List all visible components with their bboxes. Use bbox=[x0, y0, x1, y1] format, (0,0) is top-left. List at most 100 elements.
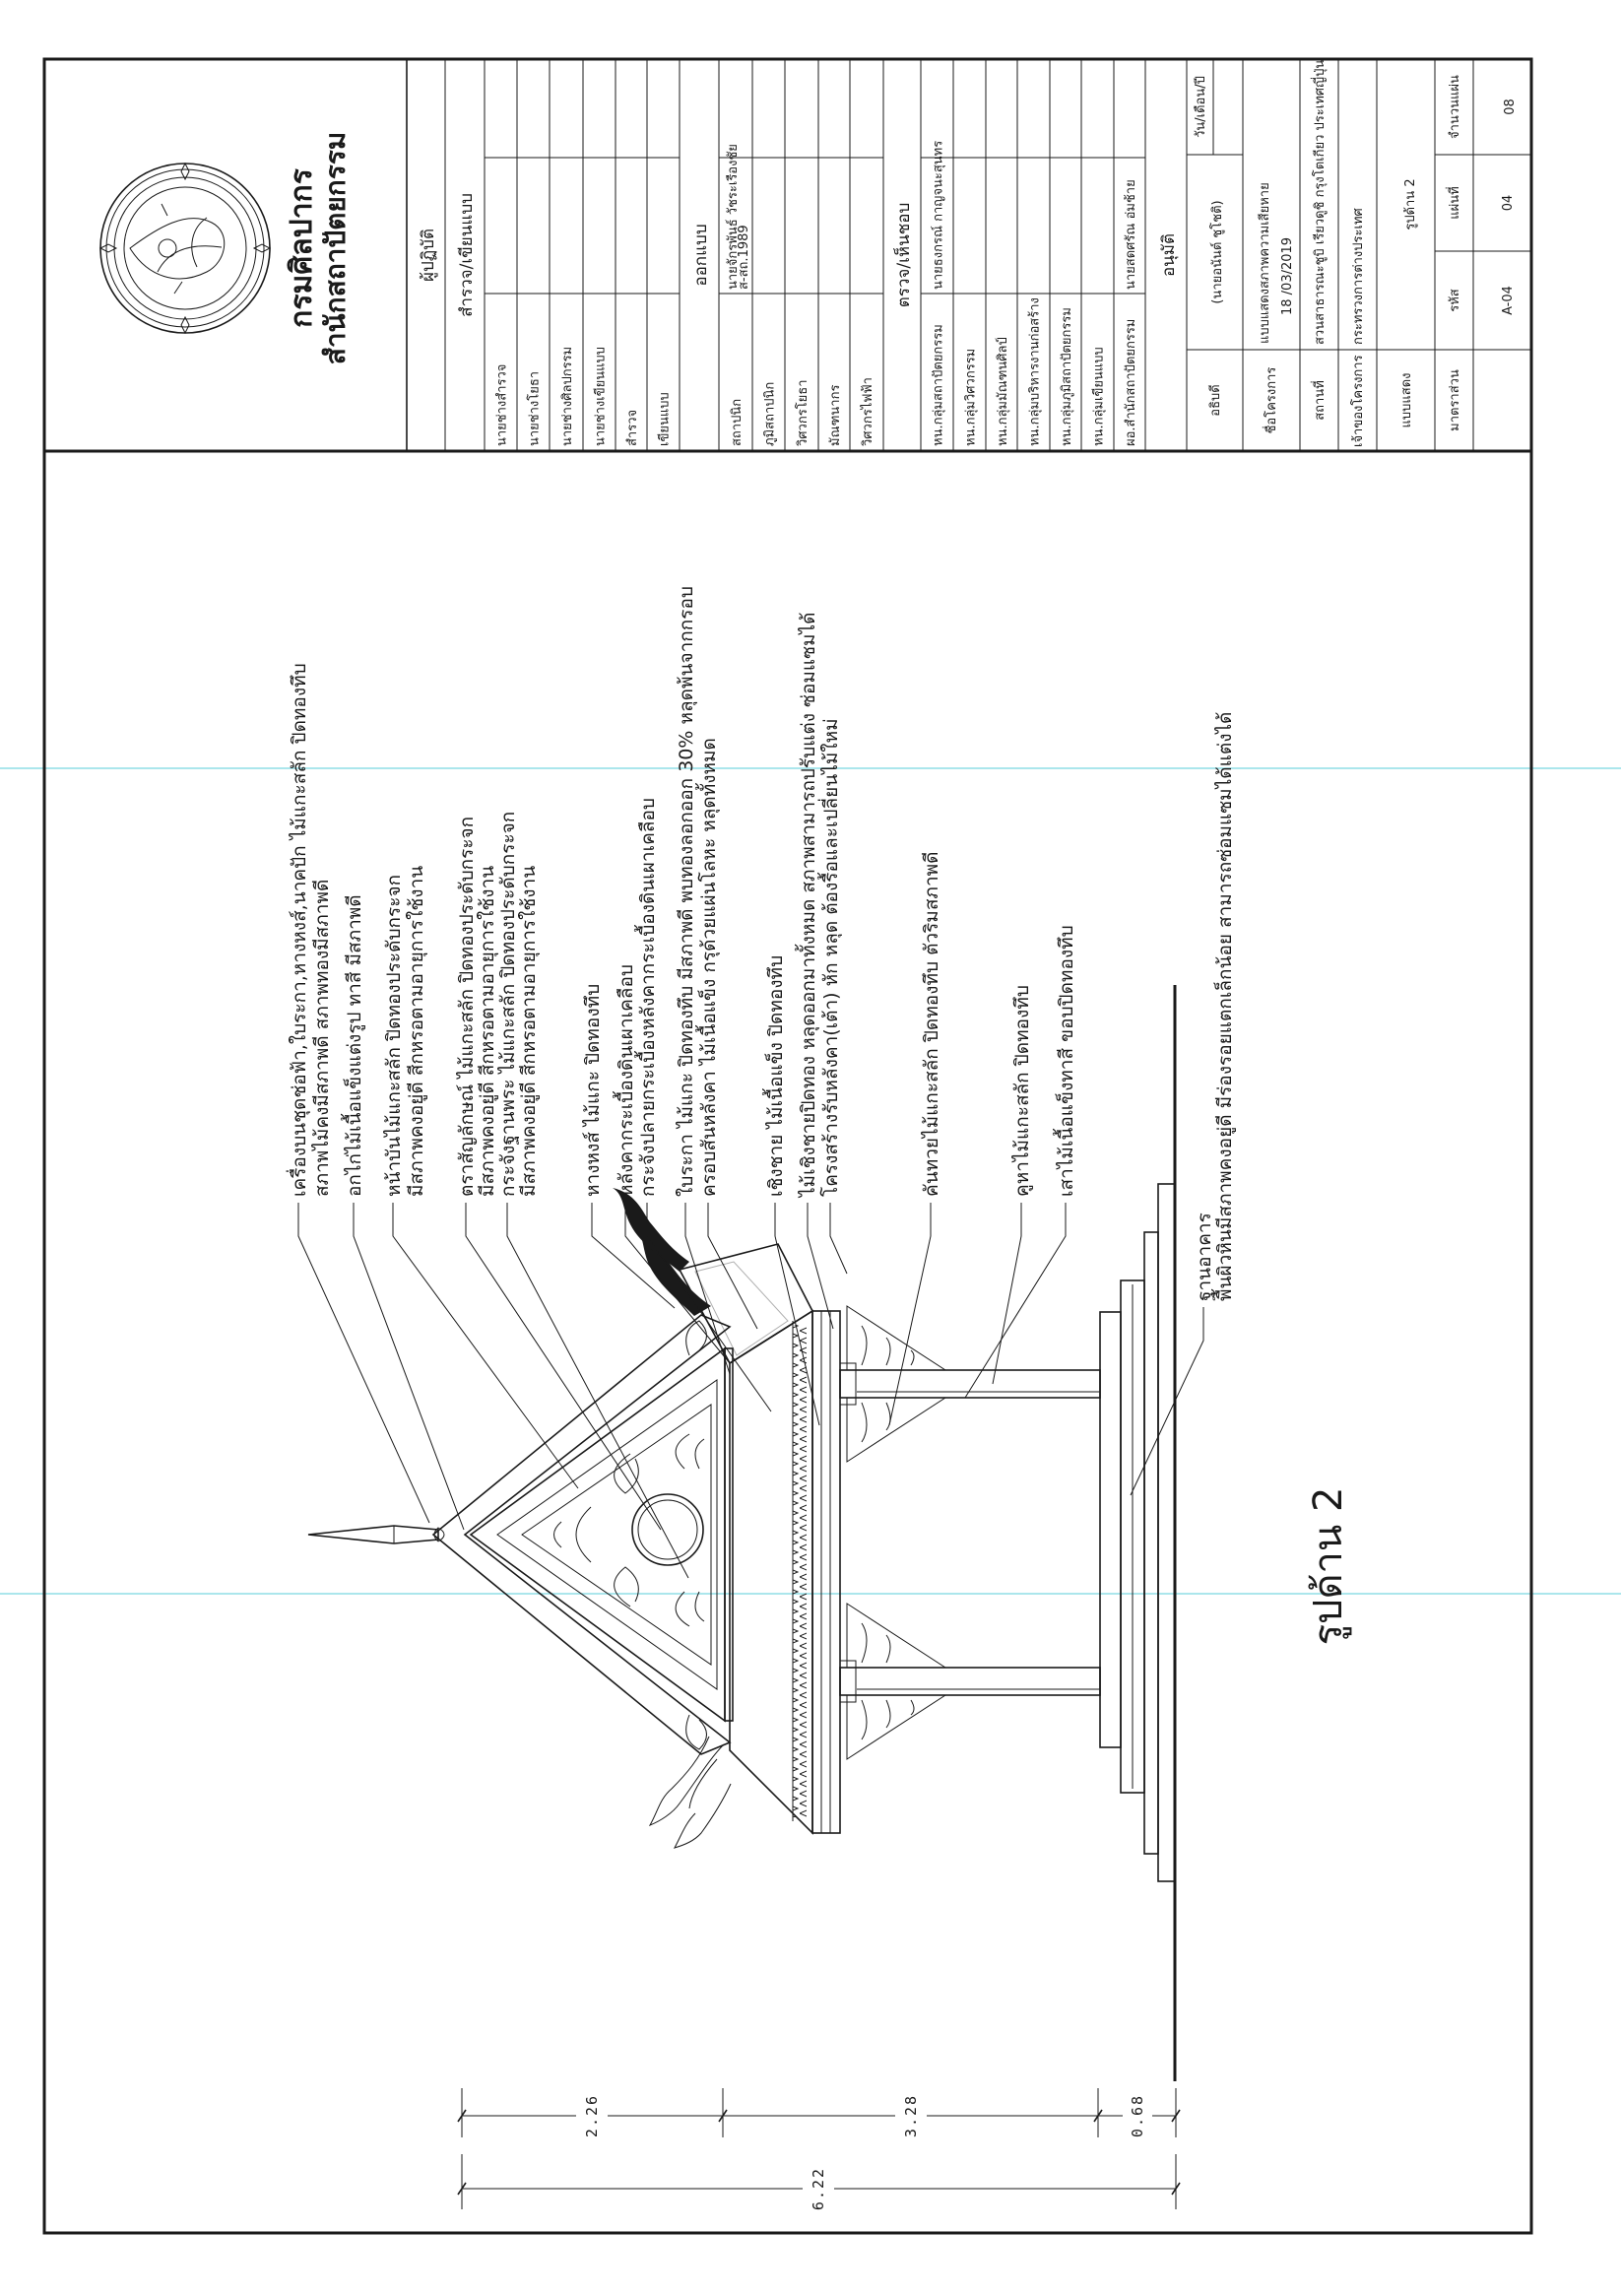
leader-line bbox=[506, 1203, 689, 1579]
gable-pediment bbox=[431, 1314, 734, 1755]
sheet-border bbox=[42, 57, 1533, 2235]
leader-line bbox=[807, 1203, 834, 1330]
director-label: อธิบดี bbox=[1207, 384, 1223, 416]
project-name: แบบแสดงสภาพความเสียหาย bbox=[1257, 182, 1272, 344]
annotation-note: เชิงชาย ไม้เนื้อแข็ง ปิดทองทึบ bbox=[762, 955, 787, 1197]
owner-label: เจ้าของโครงการ bbox=[1350, 355, 1366, 447]
survey-row-role: เขียนแบบ bbox=[657, 392, 673, 446]
design-row-role: ภูมิสถาปนิก bbox=[763, 382, 778, 446]
design-row-role: วิศวกรไฟฟ้า bbox=[860, 377, 875, 447]
annotation-note: เสาไม้เนื้อแข็งทาสี ขอบปิดทองทึบ bbox=[1053, 925, 1077, 1197]
leader-line bbox=[992, 1203, 1022, 1385]
annotation-note: หน้าบันไม้แกะสลัก ปิดทองประดับกระจก bbox=[383, 875, 405, 1197]
brackets bbox=[846, 1305, 947, 1760]
leader-line bbox=[465, 1203, 662, 1531]
review-row-role: หน.กลุ่มเขียนแบบ bbox=[1091, 347, 1107, 446]
code-label: รหัส bbox=[1448, 289, 1462, 312]
sheet-number-label: แผ่นที่ bbox=[1446, 186, 1462, 219]
annotation-note: สภาพไม้คงมีสภาพดี สภาพทองมีสภาพดี bbox=[311, 880, 333, 1197]
leader-line bbox=[684, 1203, 731, 1375]
leader-line bbox=[353, 1203, 465, 1531]
review-row-role: หน.กลุ่มภูมิสถาปัตยกรรม bbox=[1060, 307, 1074, 446]
dimension-label: 3.28 bbox=[902, 2094, 920, 2137]
annotation-note: กระจังปลายกระเบื้องหลังคากระเบื้องดินเผา… bbox=[634, 798, 659, 1197]
survey-row-role: นายช่างสำรวจ bbox=[495, 364, 510, 446]
review-row-name: นายสดศรัณ อ่มช้าย bbox=[1124, 179, 1138, 290]
design-row-role: มัณฑนากร bbox=[828, 385, 843, 446]
location-value: สวนสาธารณะชูบิ เรียวดูชิ กรุงโตเกียว ประ… bbox=[1311, 60, 1328, 345]
annotation-note: มีสภาพคงอยู่ดี สีกหรอตามอายุการใช้งาน bbox=[518, 866, 541, 1197]
building-base bbox=[1099, 1183, 1176, 1882]
dimension-total-label: 6.22 bbox=[810, 2167, 827, 2210]
annotation-note: คันทวยไม้แกะสลัก ปิดทองทึบ ตัวริมสภาพดี bbox=[921, 852, 942, 1197]
survey-row-role: นายช่างเขียนแบบ bbox=[593, 347, 609, 446]
project-date: 18 /03/2019 bbox=[1280, 237, 1295, 315]
drawing-title: รูปด้าน 2 bbox=[1306, 1487, 1351, 1646]
survey-row-role: สำรวจ bbox=[625, 410, 640, 446]
drawing-code: A-04 bbox=[1501, 286, 1516, 315]
leader-line bbox=[646, 1203, 772, 1412]
leader-line bbox=[829, 1203, 848, 1275]
leader-line bbox=[624, 1203, 731, 1364]
leader-line bbox=[707, 1203, 758, 1330]
annotation-note: ใบระกา ไม้แกะ ปิดทองทึบ มีสภาพดี พบทองลอ… bbox=[676, 586, 698, 1197]
sheet-title: รูปด้าน 2 bbox=[1403, 178, 1418, 230]
leader-line bbox=[888, 1203, 932, 1426]
review-row-role: หน.กลุ่มบริหารงานก่อสร้าง bbox=[1028, 297, 1043, 446]
annotation-note: ฐานอาคาร bbox=[1194, 1213, 1215, 1301]
survey-row-role: นายช่างโยธา bbox=[527, 371, 543, 446]
pavilion-elevation bbox=[307, 985, 1177, 2081]
annotation-note: หางหงส์ ไม้แกะ ปิดทองทึบ bbox=[582, 984, 604, 1197]
leader-line bbox=[297, 1203, 430, 1524]
annotation-note: ตราสัญลักษณ์ ไม้แกะสลัก ปิดทองประดับกระจ… bbox=[456, 817, 478, 1197]
annotation-notes: เครื่องบนชุดช่อฟ้า,ใบระกา,หางหงส์,นาคปัก… bbox=[286, 586, 1236, 1579]
total-sheets-label: จำนวนแผ่น bbox=[1448, 75, 1462, 139]
design-row-role: วิศวกรโยธา bbox=[795, 379, 810, 446]
annotation-note: คูหาไม้แกะสลัก ปิดทองทึบ bbox=[1011, 985, 1033, 1197]
annotation-note: ไม้เชิงชายปิดทอง หลุดออกมาทั้งหมด สภาพสา… bbox=[795, 613, 820, 1199]
location-label: สถานที่ bbox=[1311, 380, 1328, 421]
owner-value: กระทรวงการต่างประเทศ bbox=[1351, 207, 1366, 345]
design-row-license: ส-สถ.1989 bbox=[737, 225, 751, 290]
leader-line bbox=[1130, 1307, 1204, 1496]
fine-arts-department-seal-icon bbox=[98, 162, 272, 335]
review-row-role: หน.กลุ่มมัณฑนศิลป์ bbox=[995, 337, 1010, 446]
dimension-label: 2.26 bbox=[583, 2094, 601, 2137]
dimension-label: 0.68 bbox=[1129, 2094, 1146, 2137]
sheet-number: 04 bbox=[1501, 195, 1516, 212]
sheet-type-label: แบบแสดง bbox=[1399, 373, 1414, 428]
total-sheets: 08 bbox=[1503, 98, 1518, 115]
leader-line bbox=[964, 1203, 1067, 1399]
project-label: ชื่อโครงการ bbox=[1263, 367, 1279, 434]
annotation-note: โครงสร้างรับหลังคา(เต้า) หัก หลุด ต้องรื… bbox=[817, 718, 843, 1197]
dept-name: สำนักสถาปัตยกรรม bbox=[319, 132, 352, 365]
survey-heading: สำรวจ/เขียนแบบ bbox=[457, 193, 477, 317]
annotation-note: เครื่องบนชุดช่อฟ้า,ใบระกา,หางหงส์,นาคปัก… bbox=[286, 663, 311, 1197]
lower-roof bbox=[678, 1243, 814, 1835]
naga-finials bbox=[613, 1188, 732, 1849]
approve-heading: อนุมัติ bbox=[1159, 233, 1179, 277]
annotation-note: มีสภาพคงอยู่ดี สีกหรอตามอายุการใช้งาน bbox=[477, 866, 499, 1197]
review-row-role: หน.กลุ่มวิศวกรรม bbox=[964, 349, 979, 446]
leader-line bbox=[591, 1203, 676, 1309]
leader-line bbox=[774, 1203, 820, 1426]
spire bbox=[307, 1525, 445, 1544]
director-name: (นายอนันต์ ชูโชติ) bbox=[1209, 200, 1225, 303]
survey-row-role: นายช่างศิลปกรรม bbox=[560, 347, 575, 446]
org-name: กรมศิลปากร bbox=[285, 168, 319, 328]
review-row-role: ผอ.สำนักสถาปัตยกรรม bbox=[1124, 319, 1138, 446]
performers-heading: ผู้ปฏิบัติ bbox=[419, 229, 438, 282]
review-row-name: นายธงกรณ์ กาญจนะสุนทร bbox=[931, 141, 946, 290]
leader-line bbox=[392, 1203, 579, 1489]
design-heading: ออกแบบ bbox=[691, 224, 711, 286]
review-row-role: หน.กลุ่มสถาปัตยกรรม bbox=[932, 324, 946, 446]
annotation-note: กระจังฐานพระ ไม้แกะสลัก ปิดทองประดับกระจ… bbox=[497, 812, 519, 1197]
review-heading: ตรวจ/เห็นชอบ bbox=[892, 203, 914, 308]
annotation-note: หลังคากระเบื้องดินเผาเคลือบ bbox=[613, 964, 637, 1197]
annotation-note: ครอบสันหลังคา ไม้เนื้อแข็ง กรุด้วยแผ่นโล… bbox=[695, 738, 721, 1197]
annotation-note: มีสภาพคงอยู่ดี สีกหรอตามอายุการใช้งาน bbox=[406, 866, 428, 1197]
design-row-name: นายจักรพันธ์ วัชระเรืองชัย bbox=[725, 144, 741, 290]
date-label: วัน/เดือน/ปี bbox=[1193, 76, 1208, 138]
